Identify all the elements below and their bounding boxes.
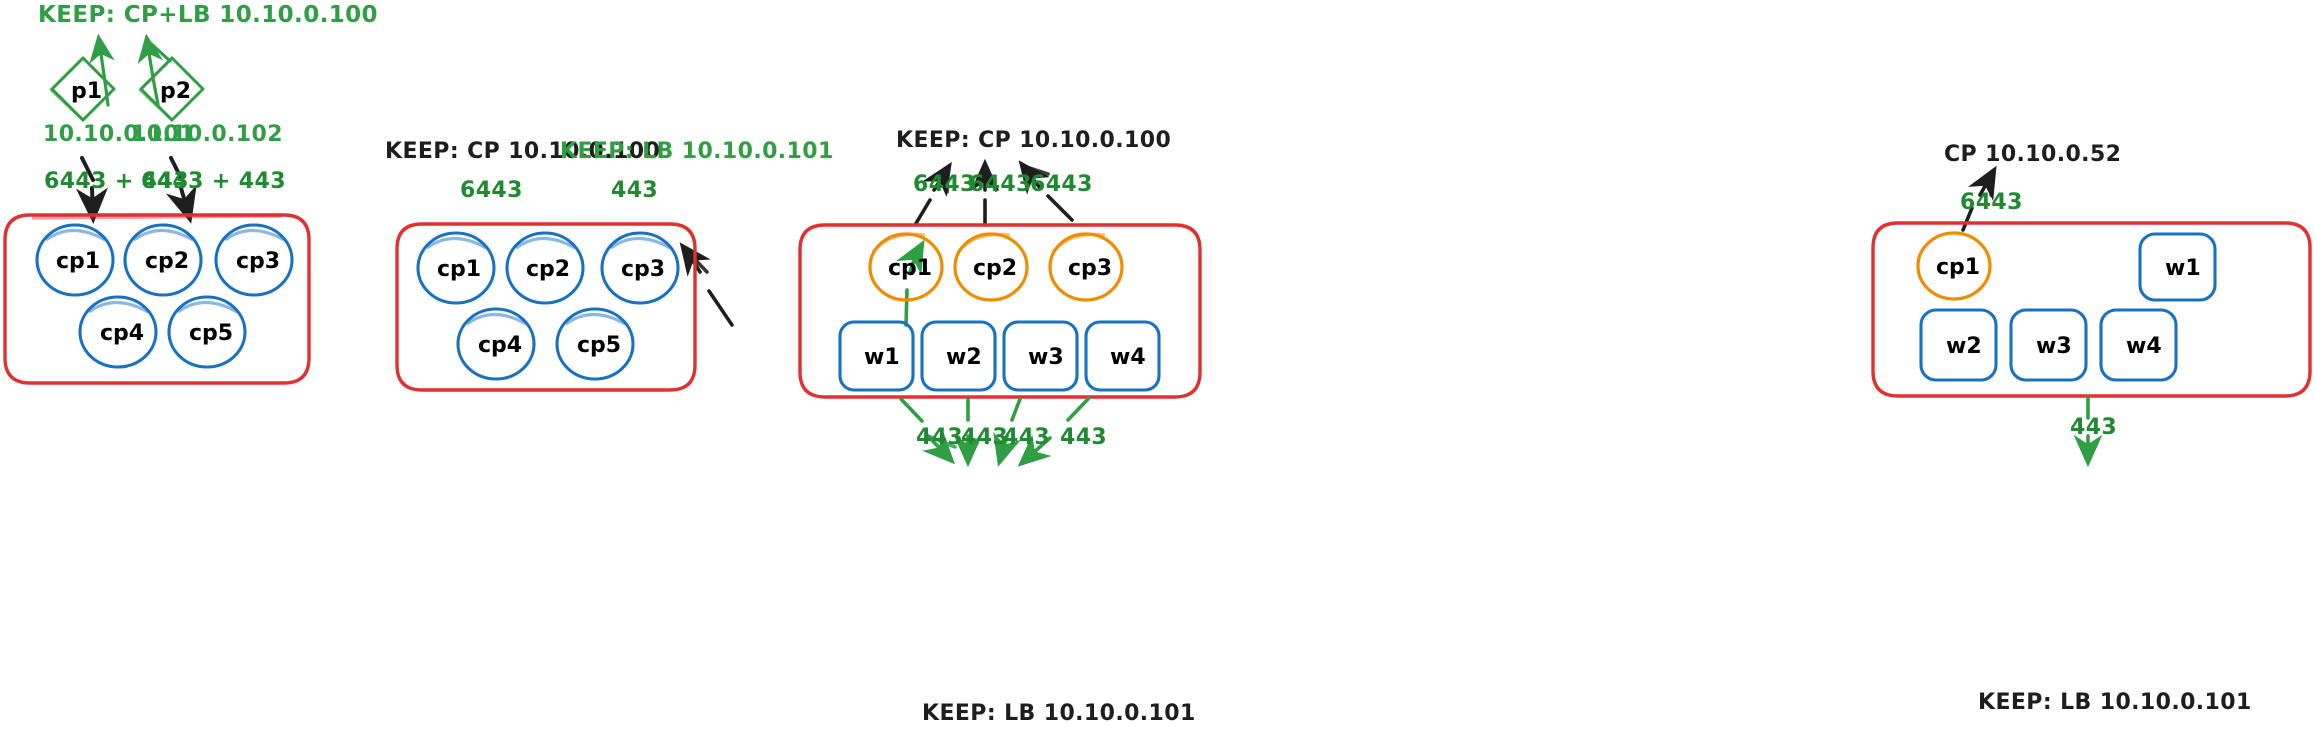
panel2-node-cp1: cp1 — [437, 257, 482, 282]
panel3-port-443-4: 443 — [1060, 425, 1108, 450]
panel3-port-6443-2: 6443 — [969, 172, 1032, 197]
panel1-proxy-p2-label: p2 — [160, 79, 192, 104]
panel3-node-w1: w1 — [864, 345, 900, 370]
panel4-port-6443: 6443 — [1960, 190, 2023, 215]
panel3-bottom-label: KEEP: LB 10.10.0.101 — [922, 701, 1196, 726]
panel1-node-cp5: cp5 — [189, 321, 234, 346]
panel3-port-443-1: 443 — [916, 425, 964, 450]
panel4-node-w3: w3 — [2036, 334, 2072, 359]
panel3-node-cp3: cp3 — [1068, 256, 1113, 281]
panel4-top-label: CP 10.10.0.52 — [1944, 142, 2122, 167]
panel4-node-w4: w4 — [2126, 334, 2162, 359]
panel3-port-6443-3: 6443 — [1030, 172, 1093, 197]
panel3-node-w2: w2 — [946, 345, 982, 370]
panel3-node-cp2: cp2 — [973, 256, 1018, 281]
panel3-top-label: KEEP: CP 10.10.0.100 — [896, 128, 1172, 153]
panel1-node-cp1: cp1 — [56, 249, 101, 274]
panel4-bottom-label: KEEP: LB 10.10.0.101 — [1978, 690, 2252, 715]
panel3-node-w4: w4 — [1110, 345, 1146, 370]
panel4-port-443: 443 — [2070, 415, 2118, 440]
panel4-node-w1: w1 — [2165, 256, 2201, 281]
panel1-ports-p1: 6443 + 443 — [44, 169, 189, 194]
panel2-cp-label: KEEP: CP 10.10.0.100 — [385, 139, 661, 164]
panel1-top-label: KEEP: CP+LB 10.10.0.100 — [38, 2, 378, 28]
panel1-proxy-p1-ip: 10.10.0.101 — [43, 122, 195, 147]
panel4-node-w2: w2 — [1946, 334, 1982, 359]
panel4-node-cp1: cp1 — [1936, 255, 1981, 280]
panel2-port-443: 443 — [611, 178, 659, 203]
panel3-port-6443-1: 6443 — [913, 172, 976, 197]
panel2-node-cp2: cp2 — [526, 257, 571, 282]
panel1-node-cp4: cp4 — [100, 321, 145, 346]
panel2-node-cp5: cp5 — [577, 333, 622, 358]
panel2-node-cp3: cp3 — [621, 257, 666, 282]
panel2-lb-label: KEEP: LB 10.10.0.101 — [560, 139, 834, 164]
panel1-node-cp3: cp3 — [236, 249, 281, 274]
panel3-node-cp1: cp1 — [888, 256, 933, 281]
panel3-port-443-3: 443 — [1003, 425, 1051, 450]
panel3-node-w3: w3 — [1028, 345, 1064, 370]
panel1-proxy-p2-ip: 10.10.0.102 — [131, 122, 283, 147]
panel1-node-cp2: cp2 — [145, 249, 190, 274]
panel2-node-cp4: cp4 — [478, 333, 523, 358]
panel3-port-443-2: 443 — [961, 425, 1009, 450]
panel2-port-6443: 6443 — [460, 178, 523, 203]
panel1-proxy-p1-label: p1 — [71, 79, 103, 104]
panel1-ports-p2: 6443 + 443 — [141, 169, 286, 194]
